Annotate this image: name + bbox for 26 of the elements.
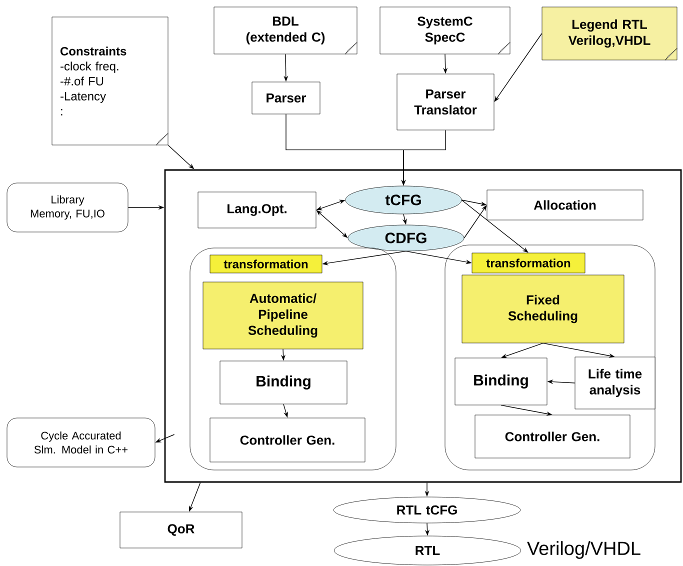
arrow: [461, 200, 528, 253]
group-box: [190, 248, 396, 470]
note-box: Legend RTL Verilog,VHDL: [542, 6, 678, 60]
process-box: Controller Gen.: [210, 418, 366, 462]
process-box: Parser: [252, 82, 320, 114]
process-box: Parser Translator: [396, 74, 494, 130]
note-box: Constraints -clock freq. -#.of FU -Latency :: [52, 16, 168, 146]
process-box: Controller Gen.: [474, 414, 630, 458]
arrow: [494, 33, 542, 102]
library-box: Library Memory, FU,IO: [6, 182, 128, 232]
model-box: Cycle Accurated Slm. Model in C++: [6, 418, 156, 468]
process-box: QoR: [120, 512, 242, 548]
scheduling-box: Automatic/ Pipeline Scheduling: [202, 282, 364, 350]
process-box: Allocation: [486, 190, 644, 220]
note-box: BDL (extended C): [214, 6, 358, 54]
scheduling-box: Fixed Scheduling: [462, 274, 624, 344]
note-box: SystemC SpecC: [380, 6, 510, 54]
process-box: Lang.Opt.: [198, 192, 316, 228]
transformation-tag: transformation: [472, 252, 586, 274]
process-box: Binding: [454, 358, 548, 406]
group-box: [444, 244, 656, 470]
annotation-text: Verilog/VHDL: [527, 541, 640, 559]
frame-box: [164, 169, 682, 483]
process-box: Binding: [220, 360, 348, 404]
process-box: Life time analysis: [574, 356, 656, 410]
transformation-tag: transformation: [210, 254, 322, 274]
